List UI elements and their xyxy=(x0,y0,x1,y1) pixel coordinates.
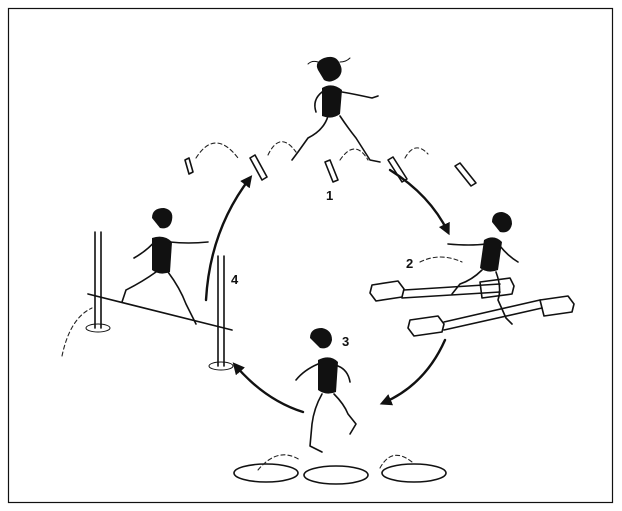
station-2-obstacle-blocks: 2 xyxy=(370,212,574,336)
approach-path xyxy=(62,308,92,356)
low-hurdle xyxy=(185,158,193,174)
arrow-2-to-3 xyxy=(383,340,445,403)
station-number: 4 xyxy=(231,272,239,287)
diagram-frame xyxy=(9,9,613,503)
hoop xyxy=(304,466,368,484)
arrow-3-to-4 xyxy=(235,365,303,412)
station-number: 3 xyxy=(342,334,349,349)
station-1-low-hurdles: 1 xyxy=(185,57,476,203)
low-hurdle xyxy=(250,155,267,180)
hoop xyxy=(234,464,298,482)
hop-path xyxy=(268,142,296,155)
low-hurdle xyxy=(325,160,338,182)
station-3-hoops: 3 xyxy=(234,328,446,484)
station-number: 2 xyxy=(406,256,413,271)
hoop xyxy=(382,464,446,482)
station-number: 1 xyxy=(326,188,333,203)
runner-figure xyxy=(122,208,208,324)
hop-path xyxy=(196,143,238,158)
station-4-high-jump: 4 xyxy=(62,208,239,370)
arrow-4-to-1 xyxy=(206,178,250,300)
low-hurdle xyxy=(455,163,476,186)
arrow-1-to-2 xyxy=(390,170,448,232)
crossbar xyxy=(88,294,232,330)
block-obstacle xyxy=(408,296,574,336)
hop-path xyxy=(405,148,428,158)
jump-path xyxy=(420,257,462,262)
post xyxy=(209,256,233,370)
runner-figure xyxy=(292,57,380,162)
post xyxy=(86,232,110,332)
block-obstacle xyxy=(370,278,514,301)
